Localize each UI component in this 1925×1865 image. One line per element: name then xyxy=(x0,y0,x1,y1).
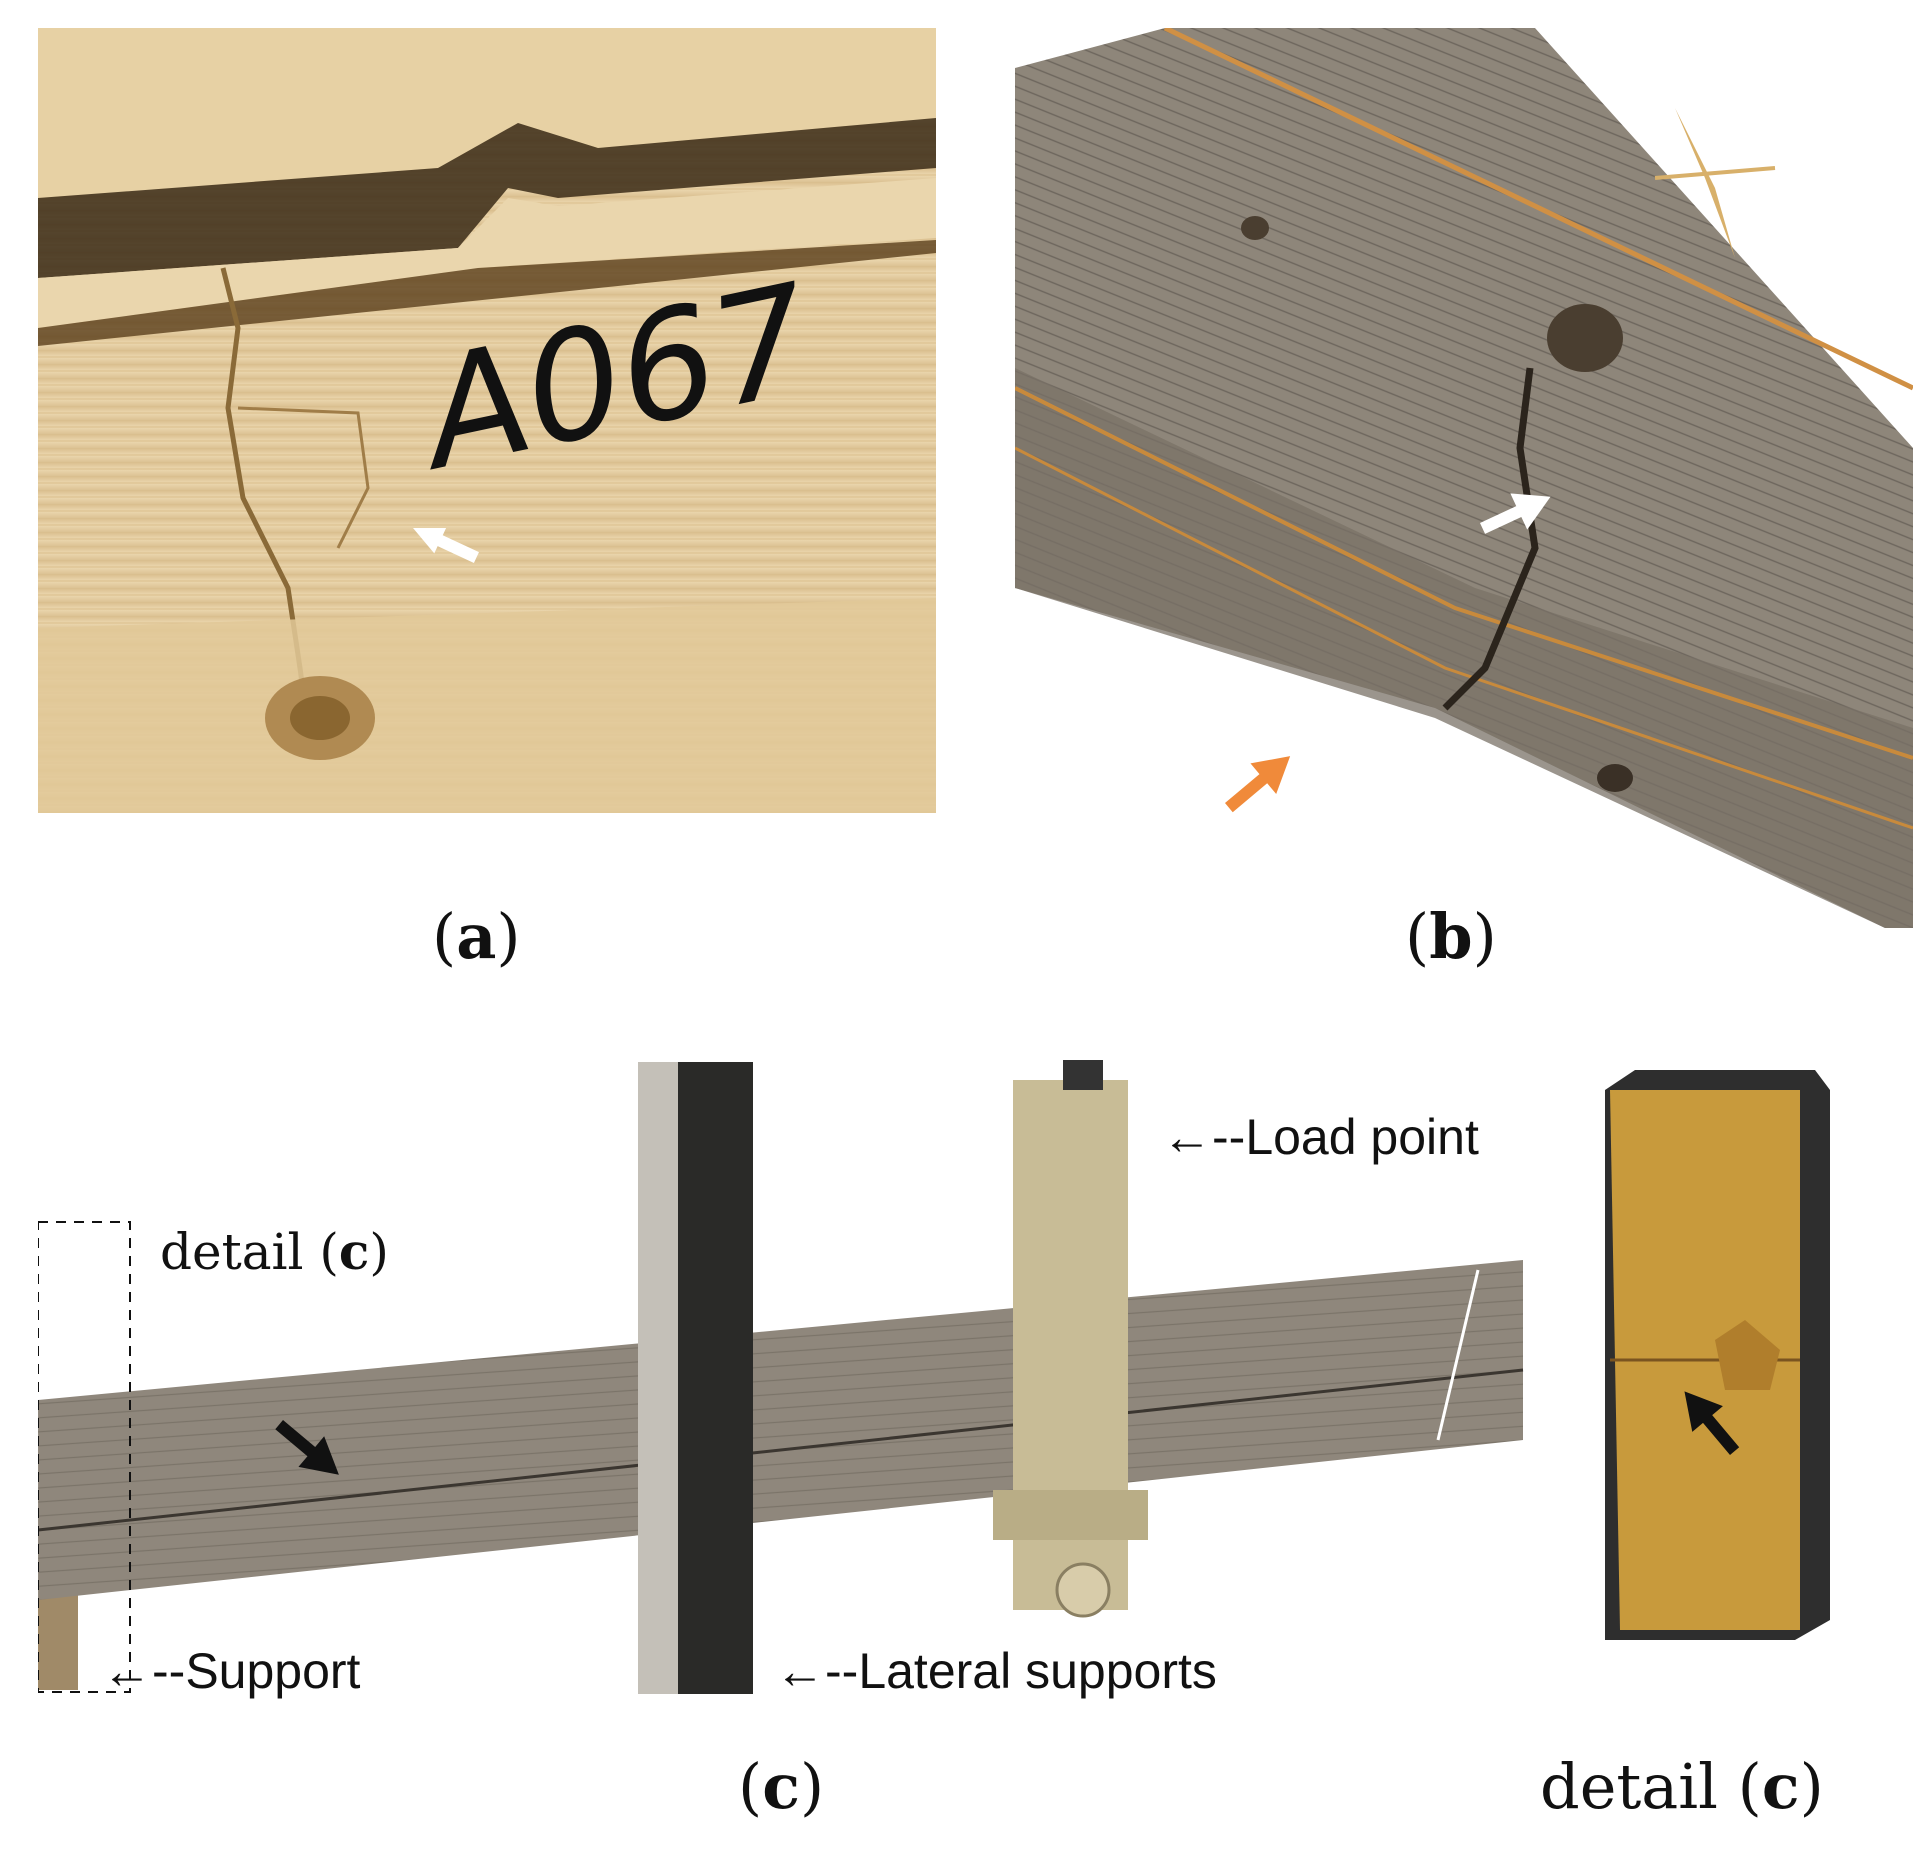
dashed-arrow-icon: ←-- xyxy=(775,1643,859,1699)
fresh-wood-photo: A067 xyxy=(38,28,936,813)
photo-panel-a: A067 xyxy=(38,28,936,813)
weathered-wood-photo xyxy=(1015,28,1913,928)
white-arrow-icon xyxy=(1480,493,1551,534)
test-setup-photo xyxy=(38,1060,1524,1694)
white-arrow-icon xyxy=(413,527,479,564)
photo-panel-b xyxy=(1015,28,1913,928)
detail-c-box-label: detail (c) xyxy=(160,1222,389,1281)
caption-b: (b) xyxy=(1405,900,1497,973)
caption-c: (c) xyxy=(738,1750,825,1823)
lateral-supports-label: ←--Lateral supports xyxy=(775,1643,1217,1699)
support-label: ←--Support xyxy=(102,1643,361,1699)
black-arrow-icon xyxy=(275,1420,339,1475)
photo-panel-c xyxy=(38,1060,1538,1700)
dashed-arrow-icon: ←-- xyxy=(102,1643,186,1699)
orange-arrow-icon xyxy=(1225,756,1291,813)
caption-detail-c: detail (c) xyxy=(1540,1750,1824,1823)
dashed-arrow-icon: ←-- xyxy=(1162,1109,1246,1165)
load-point-label: ←--Load point xyxy=(1162,1109,1479,1165)
caption-a: (a) xyxy=(432,900,521,973)
photo-panel-detail xyxy=(1595,1060,1845,1640)
black-arrow-icon xyxy=(1684,1391,1740,1455)
cross-section-photo xyxy=(1605,1070,1830,1640)
detail-box-outline xyxy=(38,1221,131,1693)
